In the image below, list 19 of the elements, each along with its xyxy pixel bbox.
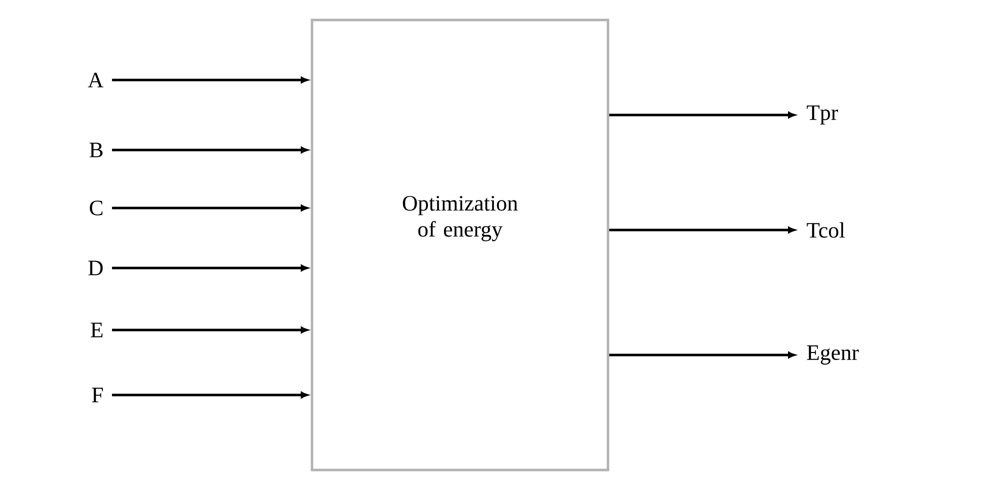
input-label: B	[90, 142, 102, 158]
arrow	[609, 112, 796, 118]
input-label: D	[88, 260, 103, 276]
arrow	[112, 76, 308, 84]
arrow	[609, 226, 796, 234]
arrow	[112, 326, 308, 334]
process-box: Optimization of energy	[310, 18, 610, 472]
input-label: E	[90, 322, 102, 338]
output-label: Egenr	[807, 345, 859, 365]
input-label: F	[92, 388, 103, 402]
arrow	[609, 352, 796, 358]
arrow	[112, 392, 308, 398]
arrow	[112, 146, 308, 154]
arrow	[112, 264, 308, 272]
output-label: Tpr	[806, 105, 838, 125]
input-label: A	[88, 72, 104, 88]
arrow	[112, 204, 308, 212]
input-label: C	[90, 200, 102, 216]
output-label: Tcol	[806, 222, 845, 238]
